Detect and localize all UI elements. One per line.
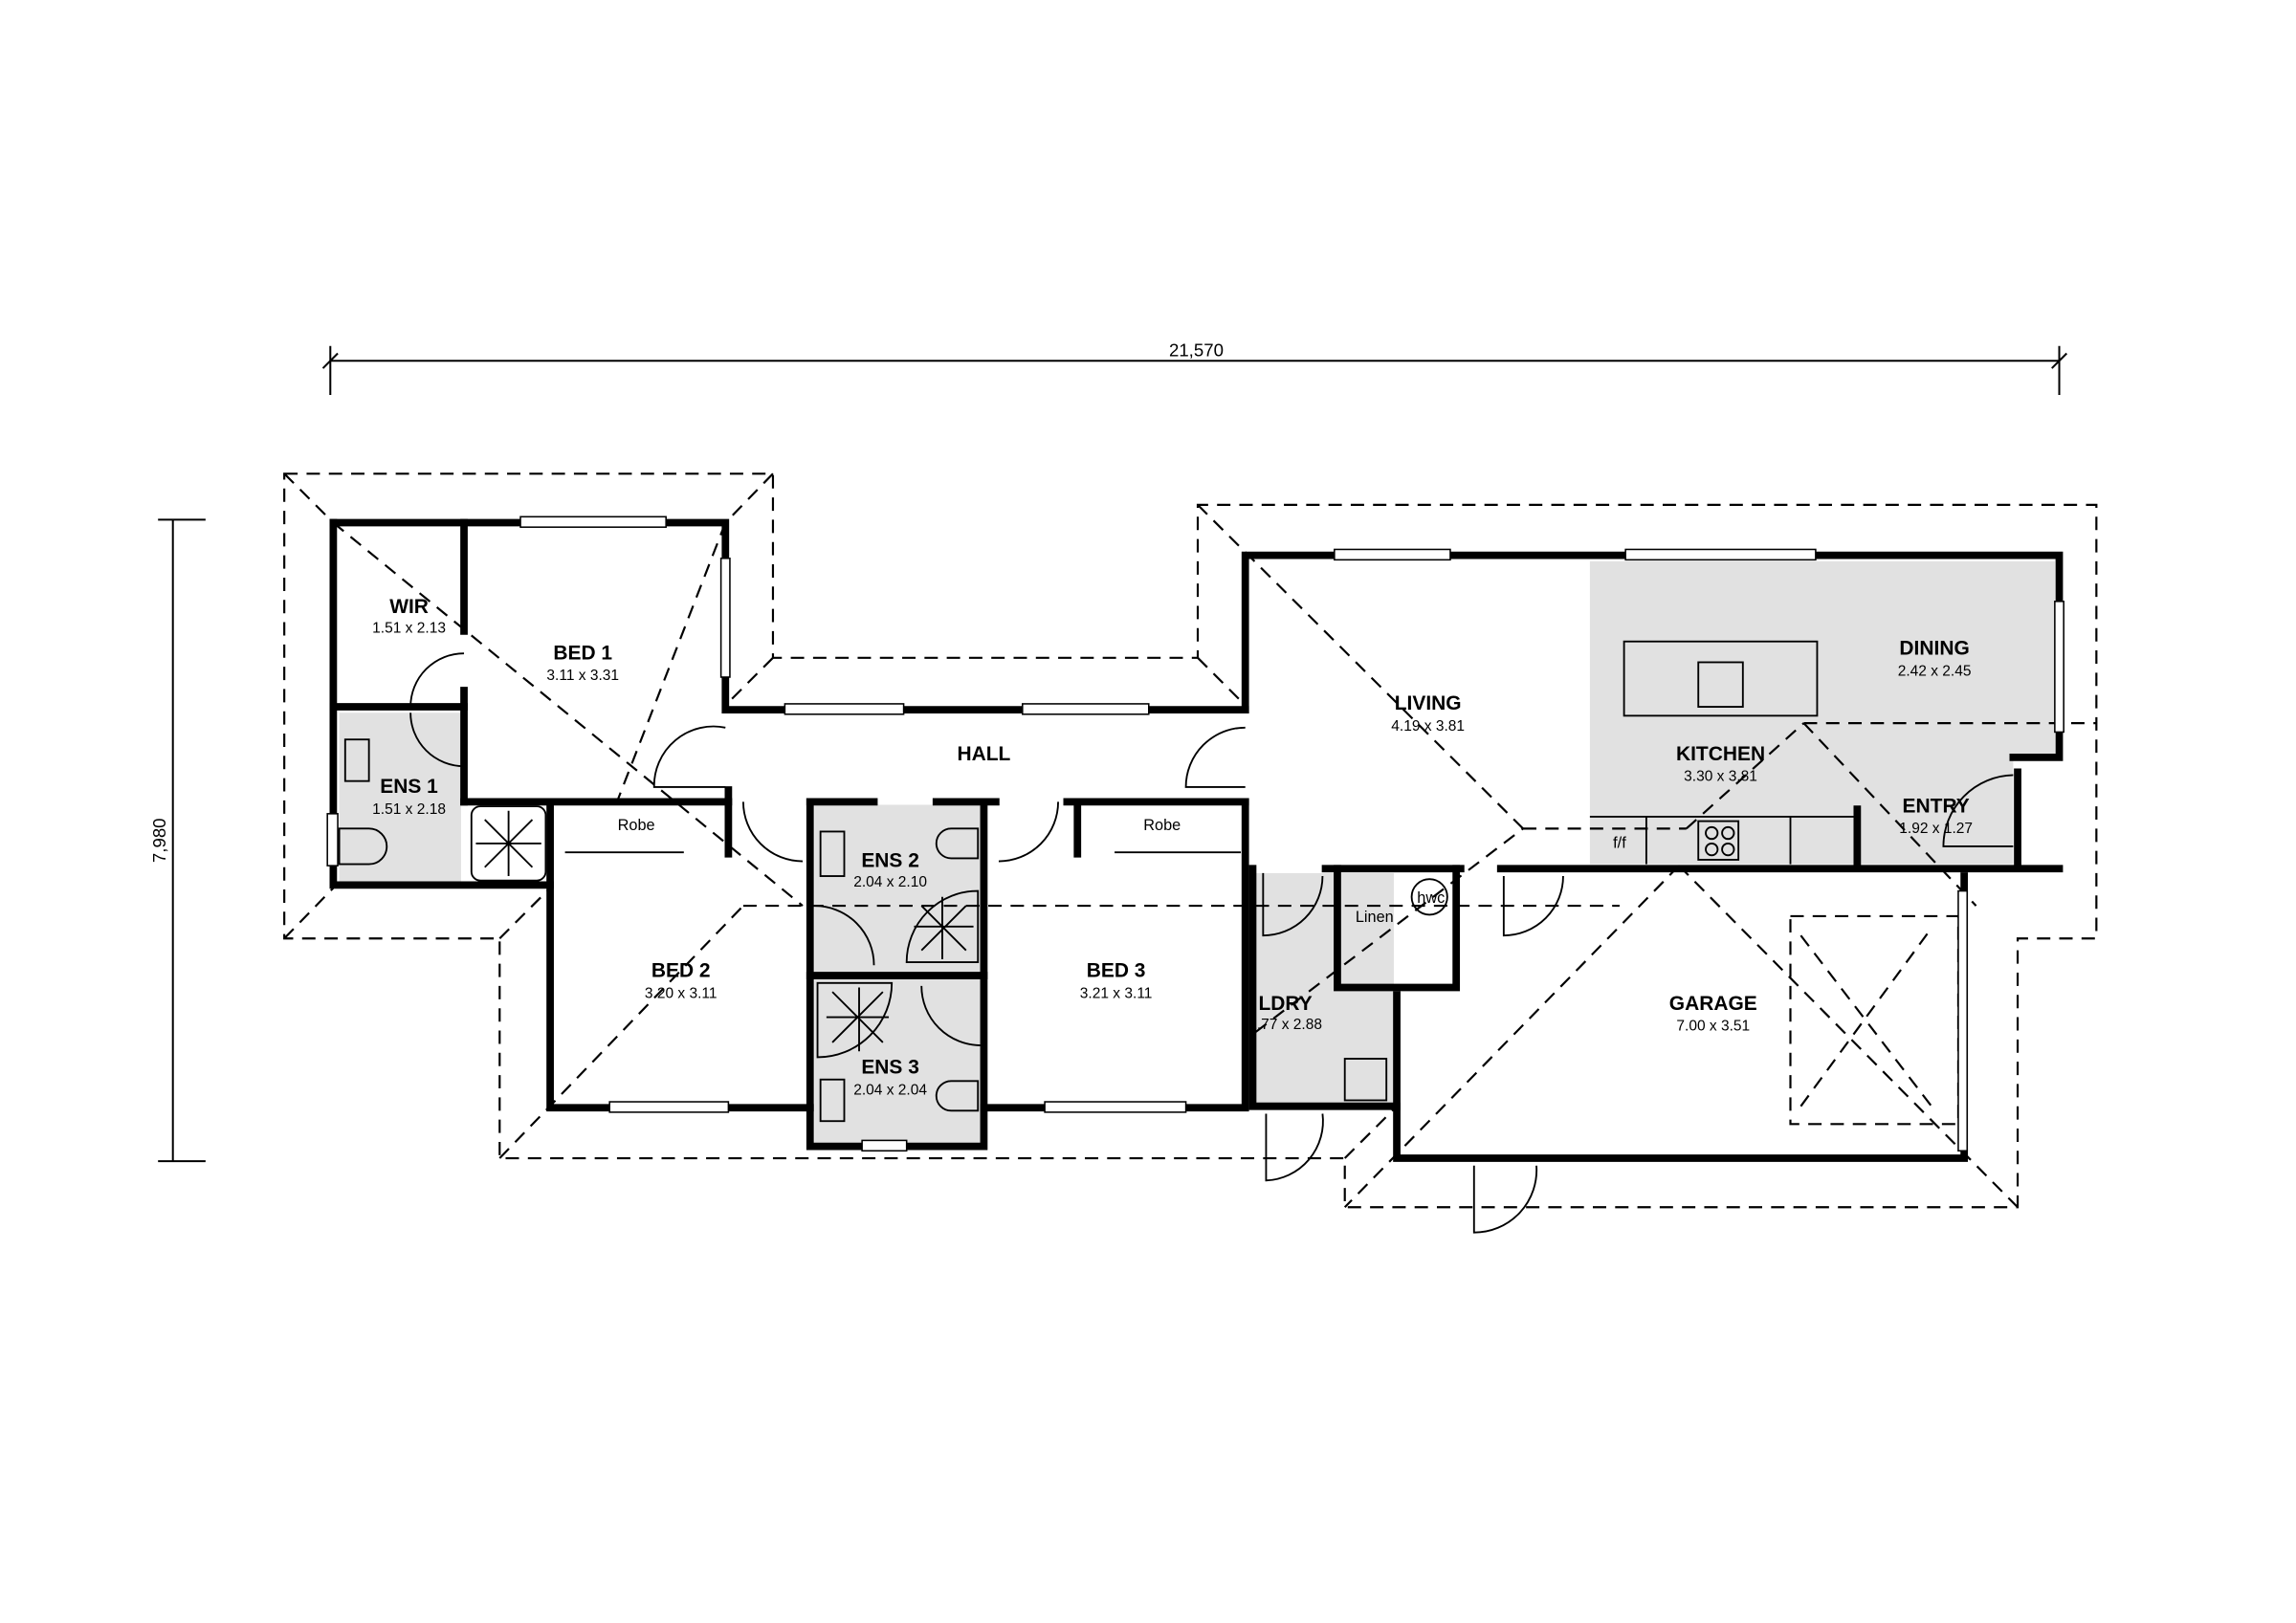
room-name: ENTRY <box>1903 795 1970 817</box>
window <box>861 1139 908 1152</box>
room-name: BED 1 <box>553 642 612 664</box>
room-entry: ENTRY 1.92 x 1.27 <box>1899 795 1973 837</box>
room-name: LIVING <box>1395 692 1462 714</box>
room-size: 3.20 x 3.11 <box>645 985 718 1001</box>
room-ens1: ENS 1 1.51 x 2.18 <box>372 776 446 818</box>
room-size: 1.51 x 2.13 <box>372 620 446 636</box>
basin-icon <box>819 1078 846 1123</box>
room-name: LDRY <box>1258 993 1312 1015</box>
depth-dimension-label: 7,980 <box>149 818 169 863</box>
robe-label: Robe <box>618 817 655 834</box>
linen-label: Linen <box>1356 909 1394 926</box>
room-ens2: ENS 2 2.04 x 2.10 <box>853 850 927 890</box>
room-size: 7.00 x 3.51 <box>1676 1019 1750 1035</box>
window <box>519 515 667 528</box>
hot-water-cylinder-icon <box>1410 878 1448 916</box>
cooktop-icon <box>1697 820 1740 861</box>
room-name: ENS 1 <box>380 776 438 798</box>
room-bed2: BED 2 3.20 x 3.11 <box>645 960 718 1002</box>
window <box>1624 548 1817 561</box>
window <box>1334 548 1451 561</box>
windows <box>326 515 2064 1152</box>
shower-icon <box>816 981 894 1059</box>
room-dining: DINING 2.42 x 2.45 <box>1898 638 1972 680</box>
room-name: GARAGE <box>1669 993 1757 1015</box>
hwc-label: hwc <box>1417 889 1445 907</box>
room-size: 2.04 x 2.04 <box>853 1082 927 1098</box>
room-size: 3.11 x 3.31 <box>546 668 619 684</box>
garage-door <box>1957 889 1969 1152</box>
basin-icon <box>819 830 846 877</box>
fixtures <box>338 640 1858 1123</box>
toilet-icon <box>935 1080 980 1112</box>
toilet-icon <box>338 827 388 866</box>
window <box>2054 601 2064 734</box>
laundry-tub-icon <box>1343 1058 1388 1102</box>
fridge-label: f/f <box>1613 835 1626 852</box>
room-name: ENS 2 <box>861 850 919 872</box>
room-size: 2.42 x 2.45 <box>1898 663 1972 679</box>
room-name: BED 2 <box>651 960 711 982</box>
room-name: WIR <box>389 596 429 618</box>
window <box>1022 703 1150 715</box>
room-size: 2.04 x 2.10 <box>853 874 927 890</box>
kitchen-island <box>1623 640 1819 717</box>
room-hall: HALL <box>957 743 1010 765</box>
room-size: 1.77 x 2.88 <box>1248 1017 1322 1033</box>
room-ldry: LDRY 1.77 x 2.88 <box>1248 993 1322 1033</box>
room-bed3: BED 3 3.21 x 3.11 <box>1080 960 1153 1002</box>
room-bed1: BED 1 3.11 x 3.31 <box>546 642 619 684</box>
kitchen-sink-icon <box>1697 661 1744 708</box>
window <box>608 1101 730 1113</box>
doors <box>409 652 2014 1234</box>
window <box>719 558 731 678</box>
room-size: 3.21 x 3.11 <box>1080 985 1153 1001</box>
room-living: LIVING 4.19 x 3.81 <box>1391 692 1465 735</box>
room-size: 3.30 x 3.81 <box>1684 769 1757 785</box>
width-dimension-label: 21,570 <box>1169 340 1224 361</box>
room-name: HALL <box>957 743 1010 765</box>
window <box>1044 1101 1187 1113</box>
room-size: 1.92 x 1.27 <box>1899 821 1973 837</box>
window <box>784 703 905 715</box>
shower-icon <box>470 805 547 882</box>
shower-icon <box>905 889 980 964</box>
depth-dimension: 7,980 <box>149 518 206 1163</box>
room-size: 1.51 x 2.18 <box>372 801 446 818</box>
room-kitchen: KITCHEN 3.30 x 3.81 <box>1676 743 1765 785</box>
basin-icon <box>343 738 370 782</box>
room-name: ENS 3 <box>861 1057 919 1079</box>
room-ens3: ENS 3 2.04 x 2.04 <box>853 1057 927 1099</box>
room-garage: GARAGE 7.00 x 3.51 <box>1669 993 1757 1035</box>
window <box>326 813 339 866</box>
width-dimension: 21,570 <box>321 340 2068 395</box>
room-name: BED 3 <box>1087 960 1146 982</box>
room-name: KITCHEN <box>1676 743 1765 765</box>
robe-label: Robe <box>1143 817 1181 834</box>
toilet-icon <box>935 827 980 860</box>
roof-outline <box>283 472 2098 1209</box>
room-wir: WIR 1.51 x 2.13 <box>372 596 446 636</box>
room-size: 4.19 x 3.81 <box>1391 718 1465 735</box>
room-name: DINING <box>1899 638 1969 660</box>
